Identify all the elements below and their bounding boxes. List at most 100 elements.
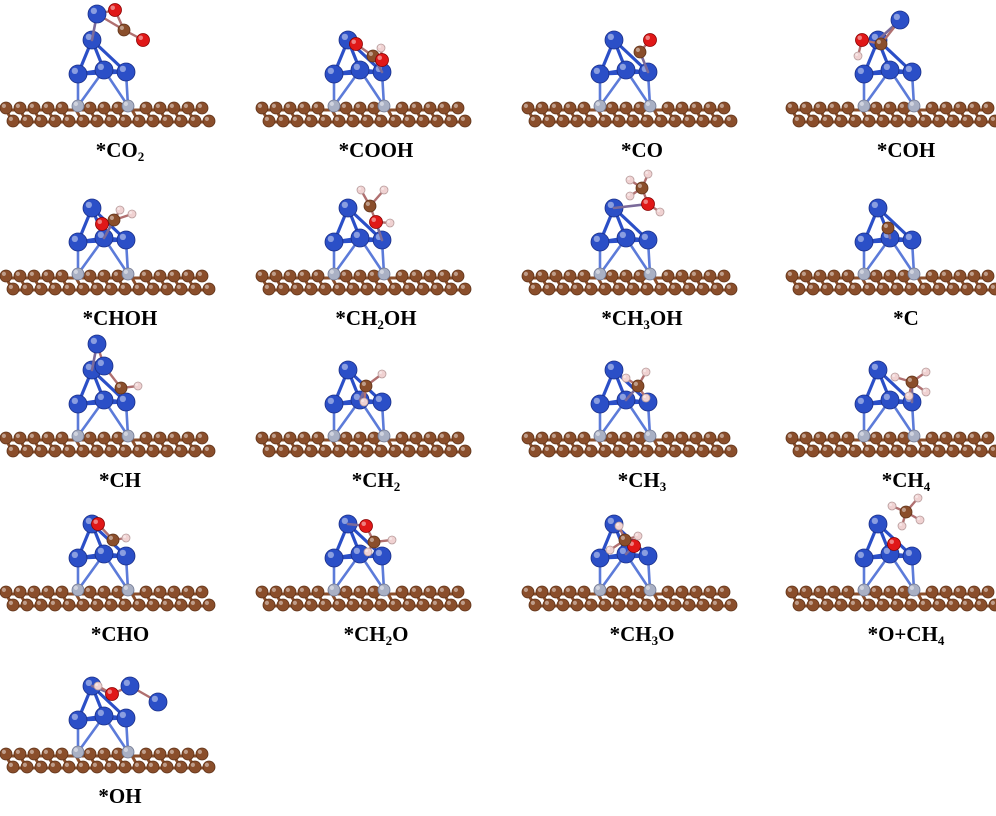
substrate-carbon-atom-highlight [197,749,202,754]
substrate-carbon-atom [153,269,167,283]
substrate-carbon-atom [83,269,97,283]
substrate-carbon-atom-highlight [621,103,626,108]
substrate-carbon-atom-highlight [808,284,813,289]
substrate-carbon-atom [535,431,549,445]
structure-ch2 [255,360,472,458]
substrate-carbon-atom-highlight [962,116,967,121]
substrate-carbon-atom [139,431,153,445]
substrate-carbon-atom-highlight [264,600,269,605]
substrate-carbon-atom-highlight [43,433,49,438]
substrate-carbon-atom-highlight [558,600,563,605]
substrate-carbon-atom [974,598,988,612]
substrate-carbon-atom [981,585,995,599]
substrate-carbon-atom [27,431,41,445]
metal-atom [880,60,900,80]
substrate-carbon-atom [311,431,325,445]
substrate-carbon-atom [416,598,430,612]
substrate-carbon-atom [689,585,703,599]
substrate-carbon-atom-highlight [815,271,820,276]
substrate-carbon-atom-highlight [285,271,290,276]
substrate [255,431,472,458]
substrate-carbon-atom-highlight [579,433,584,438]
structure-ch2oh [255,185,472,296]
substrate-carbon-atom-highlight [600,284,605,289]
substrate-carbon-atom-highlight [78,762,83,767]
substrate-carbon-atom-highlight [850,116,855,121]
adsorbate [346,519,397,557]
substrate-carbon-atom [946,598,960,612]
substrate-carbon-atom [388,282,402,296]
substrate-carbon-atom-highlight [537,433,542,438]
substrate-carbon-atom-highlight [271,103,276,108]
label-main: *CH [881,468,924,492]
substrate-carbon-atom [458,282,472,296]
metal-cluster [68,198,136,281]
substrate-carbon-atom-highlight [537,271,542,276]
metal-atom [868,514,888,534]
substrate-carbon-atom [20,444,34,458]
substrate-carbon-atom [967,101,981,115]
substrate-carbon-atom [290,598,304,612]
substrate-carbon-atom [139,101,153,115]
substrate-carbon-atom [806,598,820,612]
substrate-carbon-atom-highlight [955,103,960,108]
substrate-carbon-atom-highlight [621,271,626,276]
substrate-carbon-atom-highlight [453,103,458,108]
metal-atom [68,394,88,414]
substrate-carbon-atom-highlight [271,271,276,276]
substrate-carbon-atom-highlight [113,433,118,438]
metal-atom [68,548,88,568]
substrate-carbon-atom [276,598,290,612]
structure-ch4 [785,360,996,458]
substrate-carbon-atom-highlight [43,749,49,754]
substrate-carbon-atom-highlight [871,433,876,438]
substrate-carbon-atom-highlight [962,600,967,605]
substrate-carbon-atom-highlight [677,433,682,438]
adsorbate-hydrogen-atom [887,501,897,511]
adsorbate-oxygen-atom-highlight [110,5,115,10]
substrate-carbon-atom [939,585,953,599]
metal-atom-highlight [375,549,382,556]
label-main: *CO [95,138,138,162]
substrate-carbon-atom-highlight [934,284,939,289]
substrate-carbon-atom-highlight [822,600,827,605]
substrate-carbon-atom [619,431,633,445]
substrate-carbon-atom-highlight [948,116,953,121]
substrate-carbon-atom-highlight [8,446,13,451]
substrate-carbon-atom [848,444,862,458]
adsorbate [881,221,895,240]
substrate-carbon-atom-highlight [684,284,689,289]
substrate-carbon-atom-highlight [864,600,869,605]
substrate-carbon-atom-highlight [927,587,932,592]
structure-coh [785,10,996,128]
substrate-carbon-atom-highlight [941,271,946,276]
substrate-carbon-atom [48,282,62,296]
metal-atom-highlight [905,233,912,240]
substrate-carbon-atom [696,114,710,128]
substrate-carbon-atom-highlight [906,446,911,451]
substrate-carbon-atom [563,269,577,283]
substrate-carbon-atom-highlight [418,600,423,605]
substrate-carbon-atom-highlight [15,587,20,592]
substrate-carbon-atom-highlight [614,116,619,121]
substrate-carbon-atom [153,101,167,115]
substrate-carbon-atom-highlight [313,271,318,276]
metal-atom [350,60,370,80]
substrate-carbon-atom-highlight [106,762,111,767]
metal-atom [616,60,636,80]
substrate-carbon-atom-highlight [99,587,104,592]
substrate-carbon-atom [6,114,20,128]
adsorbate-hydrogen-atom [605,545,615,555]
adsorbate-carbon-atom-highlight [361,381,366,386]
substrate-carbon-atom [374,114,388,128]
substrate-carbon-atom [318,282,332,296]
nitrogen-atom-highlight [329,585,334,590]
substrate-carbon-atom [724,444,738,458]
substrate-carbon-atom-highlight [808,116,813,121]
substrate-carbon-atom [174,444,188,458]
adsorbate-oxygen-atom-highlight [97,219,102,224]
substrate-carbon-atom-highlight [460,600,465,605]
substrate-carbon-atom-highlight [677,271,682,276]
substrate-carbon-atom [297,585,311,599]
substrate-carbon-atom-highlight [92,116,97,121]
